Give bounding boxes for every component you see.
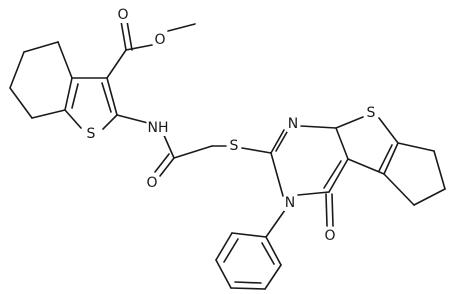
bond [106, 77, 118, 116]
bond [102, 114, 118, 130]
atom-n-pyrimidine: N [288, 116, 298, 132]
atom-o-ester-carbonyl: O [117, 7, 128, 23]
atom-n-phenyl: N [285, 195, 295, 211]
bond [265, 209, 286, 238]
atom-label-background [146, 120, 170, 136]
atom-nh-amide: NH [148, 120, 169, 136]
bond [378, 144, 393, 172]
atom-label-background [228, 138, 240, 154]
bond [64, 77, 73, 111]
bond [323, 160, 342, 189]
atom-label-background [145, 175, 159, 191]
atom-label-background [286, 116, 300, 132]
atom-label-background [323, 228, 337, 244]
atom-label-background [85, 126, 97, 142]
atom-label-background [365, 105, 377, 121]
bond [264, 264, 282, 290]
atom-label-background [116, 7, 130, 23]
bond [120, 20, 127, 51]
bond [347, 158, 385, 175]
bond [234, 281, 262, 284]
bond [116, 114, 149, 124]
atom-s-right-thiophene: S [367, 105, 376, 121]
atom-label-background [283, 195, 297, 211]
atom-o-amide: O [146, 175, 157, 191]
bond [167, 23, 196, 32]
bond [433, 150, 446, 190]
bond [23, 41, 59, 53]
bond [215, 259, 232, 289]
bond [325, 193, 328, 227]
bond [270, 152, 284, 197]
bond [9, 87, 33, 119]
bond [9, 51, 25, 89]
bond [125, 44, 153, 51]
bond [331, 193, 334, 227]
bond [300, 125, 337, 129]
bond [101, 82, 112, 113]
bond [335, 127, 349, 160]
bond [223, 238, 239, 263]
atom-s-left-thiophene: S [87, 126, 96, 142]
bond [328, 158, 349, 193]
bond [335, 116, 364, 129]
atom-o-ester: O [154, 32, 165, 48]
bond [106, 49, 127, 79]
bond [215, 232, 233, 261]
bond [230, 287, 266, 290]
bonds [9, 20, 446, 290]
bond [261, 242, 275, 265]
bond [71, 83, 79, 109]
bond [275, 131, 288, 152]
bond [397, 142, 435, 152]
bond [57, 41, 73, 79]
bond [154, 153, 170, 173]
bond [231, 232, 267, 238]
bond [265, 236, 282, 266]
bond [31, 109, 66, 119]
bond [297, 191, 330, 196]
atom-label-background [153, 32, 167, 48]
bond [162, 132, 175, 159]
atom-labels: O O S NH O S N S N O [85, 7, 377, 244]
bond [64, 109, 82, 129]
bond [173, 145, 213, 159]
bond [241, 147, 272, 154]
bond [413, 188, 446, 206]
bond [383, 173, 415, 206]
bond [383, 142, 399, 175]
bond [270, 129, 285, 154]
bond [378, 117, 399, 144]
atom-o-ketone: O [324, 228, 335, 244]
atom-s-thioether: S [230, 138, 239, 154]
bond [159, 157, 175, 177]
bond [126, 20, 133, 51]
